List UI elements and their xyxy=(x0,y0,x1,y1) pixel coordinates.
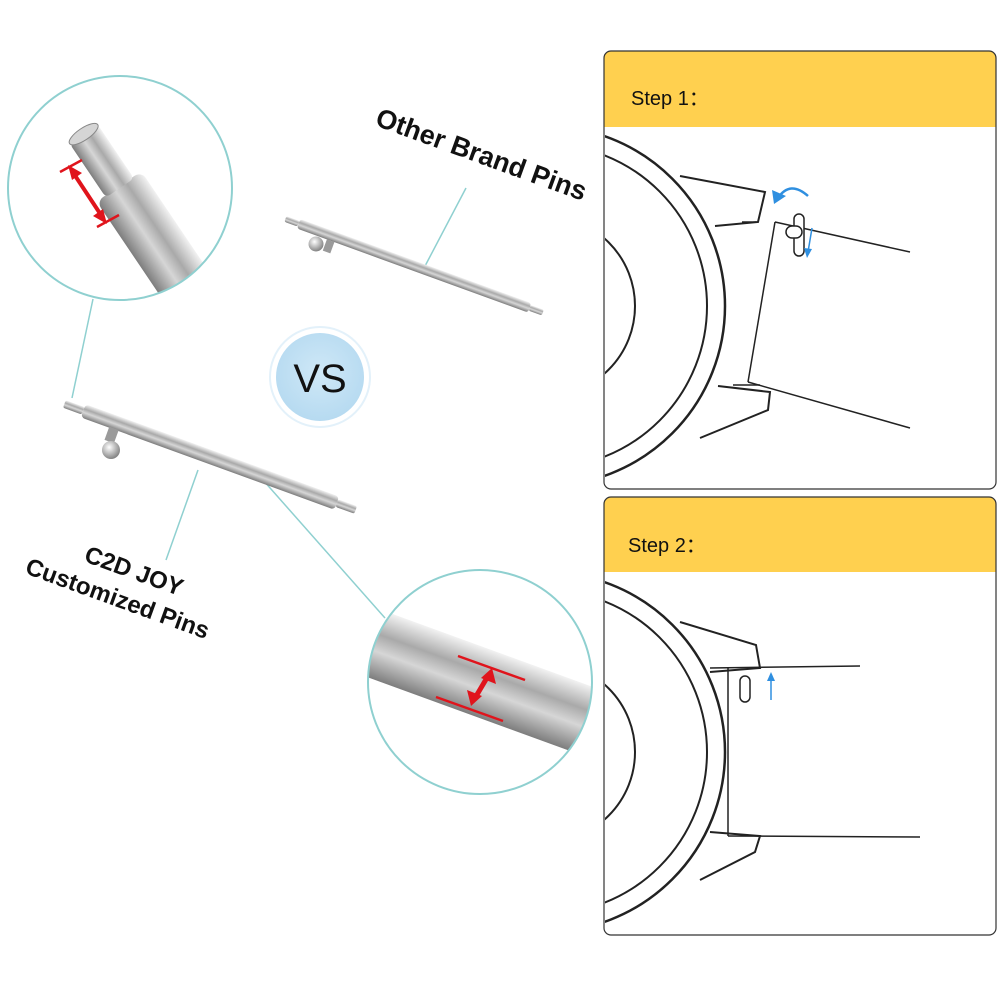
red-width-arrow-bottom xyxy=(435,654,526,723)
step2-title: Step 2： xyxy=(628,535,706,557)
callout-line-custom xyxy=(165,469,199,561)
step2-panel: Step 2： xyxy=(603,496,997,936)
callout-line-other-brand xyxy=(423,187,467,269)
red-width-arrow-top xyxy=(59,158,120,229)
other-brand-label: Other Brand Pins xyxy=(372,102,591,206)
vs-label: VS xyxy=(293,357,346,401)
customized-pin xyxy=(63,400,357,514)
vs-badge: VS xyxy=(269,326,371,428)
callout-line-bottom xyxy=(262,479,386,619)
magnifier-top xyxy=(7,75,233,301)
down-arrow-icon xyxy=(804,227,813,258)
step1-title: Step 1： xyxy=(631,88,709,110)
other-brand-pin xyxy=(284,216,544,315)
step1-watch-illustration xyxy=(605,135,911,477)
callout-line-top xyxy=(71,298,94,399)
rotate-arrow-icon xyxy=(772,187,809,204)
step1-panel: Step 1： xyxy=(603,50,997,490)
magnifier-bottom xyxy=(367,569,593,795)
step2-watch-illustration xyxy=(605,581,921,923)
up-arrow-icon xyxy=(767,672,775,700)
